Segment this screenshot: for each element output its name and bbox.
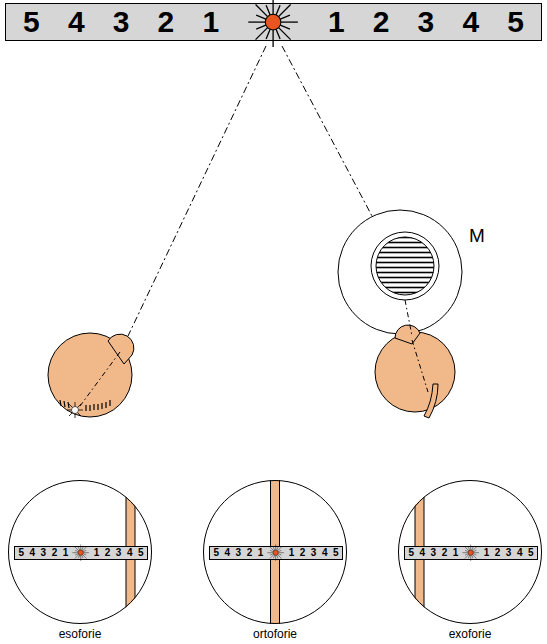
scale-number: 4 xyxy=(322,548,328,558)
scale-number: 5 xyxy=(408,548,414,558)
part-label: M xyxy=(469,226,485,245)
scale-number: 1 xyxy=(453,548,459,558)
scale-number: 4 xyxy=(517,548,523,558)
maddox-rod xyxy=(338,210,462,334)
scale-number: 4 xyxy=(30,548,36,558)
light-source-star xyxy=(247,0,299,48)
right-eye xyxy=(375,300,455,418)
scale-number: 1 xyxy=(484,548,490,558)
light-source-star xyxy=(462,544,479,561)
scale-number: 5 xyxy=(23,7,40,37)
scale-number: 5 xyxy=(18,548,24,558)
light-source-star xyxy=(267,544,284,561)
sight-line xyxy=(282,46,372,216)
scale-number: 5 xyxy=(138,548,144,558)
scale-number: 5 xyxy=(507,7,524,37)
scale-number: 3 xyxy=(113,7,130,37)
phoria-label: esoforie xyxy=(59,628,102,642)
scale-number: 1 xyxy=(258,548,264,558)
scale-number: 3 xyxy=(311,548,317,558)
scale-number: 2 xyxy=(52,548,58,558)
scale-bar: 5432112345 xyxy=(14,546,148,560)
view-circle: ortoforie5432112345 xyxy=(203,480,347,624)
scale-number: 4 xyxy=(420,548,426,558)
scale-number: 2 xyxy=(300,548,306,558)
scale-number: 1 xyxy=(202,7,219,37)
scale-number: 3 xyxy=(431,548,437,558)
scale-number: 5 xyxy=(213,548,219,558)
scale-number: 4 xyxy=(462,7,479,37)
view-circle: exoforie5432112345 xyxy=(398,480,542,624)
scale-bar: 5432112345 xyxy=(404,546,538,560)
scale-number: 3 xyxy=(236,548,242,558)
scale-number: 3 xyxy=(506,548,512,558)
scale-number: 2 xyxy=(373,7,390,37)
light-source-star xyxy=(72,544,89,561)
scale-number: 3 xyxy=(116,548,122,558)
scale-bar: 5432112345 xyxy=(209,546,343,560)
phoria-label: exoforie xyxy=(449,628,492,642)
scale-number: 1 xyxy=(289,548,295,558)
scale-number: 1 xyxy=(94,548,100,558)
sight-line xyxy=(128,46,266,336)
view-circle: esoforie5432112345 xyxy=(8,480,152,624)
scale-number: 2 xyxy=(158,7,175,37)
scale-number: 2 xyxy=(105,548,111,558)
scale-number: 1 xyxy=(328,7,345,37)
scale-number: 5 xyxy=(528,548,534,558)
scale-number: 3 xyxy=(418,7,435,37)
scale-bar: 5432112345 xyxy=(5,3,542,41)
scale-number: 4 xyxy=(225,548,231,558)
scale-number: 2 xyxy=(495,548,501,558)
scale-number: 2 xyxy=(247,548,253,558)
scale-number: 4 xyxy=(127,548,133,558)
scale-number: 3 xyxy=(41,548,47,558)
scale-number: 4 xyxy=(68,7,85,37)
scale-number: 2 xyxy=(442,548,448,558)
phoria-label: ortoforie xyxy=(253,628,297,642)
scale-number: 1 xyxy=(63,548,69,558)
scale-number: 5 xyxy=(333,548,339,558)
left-eye xyxy=(48,333,134,418)
